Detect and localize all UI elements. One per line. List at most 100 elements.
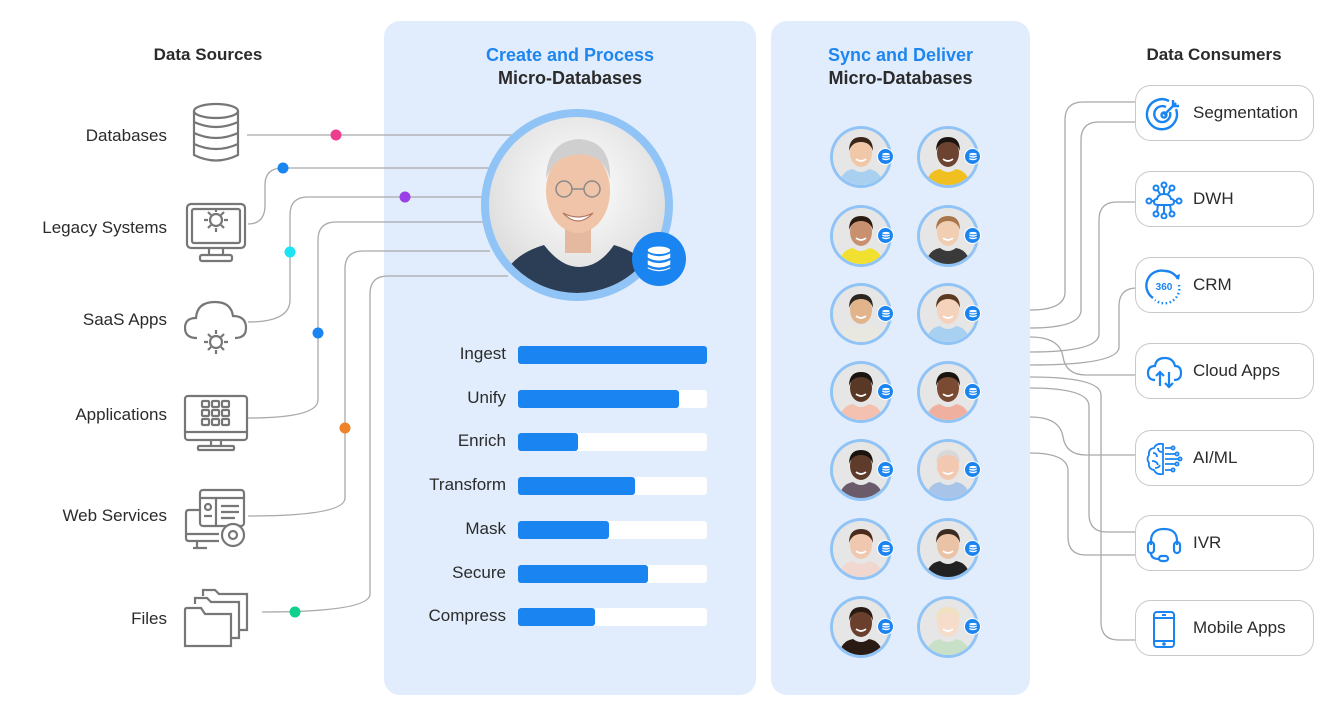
data-consumers-title: Data Consumers — [1146, 45, 1282, 64]
database-badge — [877, 148, 894, 165]
monitor-apps-icon — [183, 394, 249, 452]
consumer-label: IVR — [1193, 533, 1222, 552]
bar-track — [518, 608, 707, 626]
bar-label: Mask — [465, 519, 506, 538]
customer-avatar — [830, 439, 892, 501]
database-badge — [964, 461, 981, 478]
database-icon — [968, 544, 977, 552]
database-icon — [968, 152, 977, 160]
database-icon — [968, 387, 977, 395]
database-icon — [968, 231, 977, 239]
customer-photo — [920, 364, 976, 420]
folders-icon — [183, 588, 249, 648]
database-badge — [964, 148, 981, 165]
web-services-icon — [184, 488, 246, 550]
bar-row-transform: Transform — [400, 475, 710, 496]
customer-avatar — [917, 205, 979, 267]
create-process-title: Create and Process — [485, 45, 655, 65]
consumer-label: CRM — [1193, 275, 1232, 294]
consumer-ivr[interactable]: IVR — [1135, 515, 1314, 571]
cloud-gear-icon — [183, 300, 248, 354]
database-badge — [964, 383, 981, 400]
database-icon — [881, 152, 890, 160]
customer-avatar — [830, 205, 892, 267]
create-process-heading: Create and Process Micro-Databases — [384, 44, 756, 90]
database-badge — [964, 618, 981, 635]
legacy-dot — [277, 162, 289, 174]
360-icon: 360 — [1145, 269, 1181, 305]
database-badge — [964, 540, 981, 557]
database-icon — [647, 246, 671, 272]
target-icon — [1145, 98, 1179, 131]
bar-fill-secure — [518, 565, 649, 583]
headset-icon — [1146, 527, 1182, 563]
bar-label: Secure — [452, 563, 506, 582]
bar-label: Unify — [467, 388, 506, 407]
bar-fill-compress — [518, 608, 596, 626]
bar-track — [518, 477, 707, 495]
source-label-legacy-systems: Legacy Systems — [42, 218, 167, 237]
database-icon — [881, 544, 890, 552]
database-badge — [964, 227, 981, 244]
database-icon — [881, 387, 890, 395]
monitor-gear-icon — [185, 202, 247, 263]
database-icon — [968, 622, 977, 630]
source-label-applications: Applications — [75, 405, 167, 424]
database-icon — [881, 465, 890, 473]
consumer-label: Segmentation — [1193, 103, 1298, 122]
consumer-segmentation[interactable]: Segmentation — [1135, 85, 1314, 141]
sync-deliver-heading: Sync and Deliver Micro-Databases — [771, 44, 1030, 90]
sync-deliver-title: Sync and Deliver — [827, 45, 974, 65]
bar-label: Transform — [429, 475, 506, 494]
bar-track — [518, 565, 707, 583]
source-label-saas-apps: SaaS Apps — [82, 310, 167, 329]
consumer-label: DWH — [1193, 189, 1234, 208]
consumer-cloud-apps[interactable]: Cloud Apps — [1135, 343, 1314, 399]
customer-avatar — [917, 283, 979, 345]
brain-circuit-icon — [1146, 442, 1183, 476]
bar-fill-transform — [518, 477, 636, 495]
customer-photo — [833, 129, 889, 185]
customer-photo — [920, 442, 976, 498]
database-icon — [881, 309, 890, 317]
consumer-label: Mobile Apps — [1193, 618, 1286, 637]
database-icon — [968, 465, 977, 473]
database-badge — [877, 540, 894, 557]
bar-row-secure: Secure — [400, 563, 710, 584]
consumer-ai-ml[interactable]: AI/ML — [1135, 430, 1314, 486]
databases-dot — [330, 129, 342, 141]
source-label-databases: Databases — [85, 126, 167, 145]
mobile-phone-icon — [1153, 611, 1175, 648]
saas-dot — [284, 246, 296, 258]
bar-row-mask: Mask — [400, 519, 710, 540]
bar-fill-unify — [518, 390, 679, 408]
consumer-crm[interactable]: 360 CRM — [1135, 257, 1314, 313]
cloud-sync-icon — [1146, 356, 1183, 389]
consumer-dwh[interactable]: DWH — [1135, 171, 1314, 227]
database-badge — [877, 383, 894, 400]
hero-customer-photo — [489, 117, 665, 293]
bar-track — [518, 521, 707, 539]
bar-track — [518, 433, 707, 451]
database-badge — [877, 618, 894, 635]
database-badge — [877, 305, 894, 322]
source-label-files: Files — [131, 609, 167, 628]
customer-avatar — [917, 596, 979, 658]
database-badge — [877, 227, 894, 244]
customer-photo — [833, 208, 889, 264]
customer-avatar — [917, 439, 979, 501]
database-icon — [881, 622, 890, 630]
database-icon — [968, 309, 977, 317]
sync-deliver-panel: Sync and Deliver Micro-Databases — [771, 21, 1030, 695]
bar-row-unify: Unify — [400, 388, 710, 409]
database-icon — [192, 102, 240, 162]
customer-photo — [920, 208, 976, 264]
create-process-subtitle: Micro-Databases — [497, 68, 643, 88]
customer-avatar — [917, 361, 979, 423]
database-icon — [881, 231, 890, 239]
database-badge — [964, 305, 981, 322]
bar-row-ingest: Ingest — [400, 344, 710, 365]
bar-fill-ingest — [518, 346, 707, 364]
consumer-mobile-apps[interactable]: Mobile Apps — [1135, 600, 1314, 656]
cloud-network-icon — [1145, 181, 1183, 219]
